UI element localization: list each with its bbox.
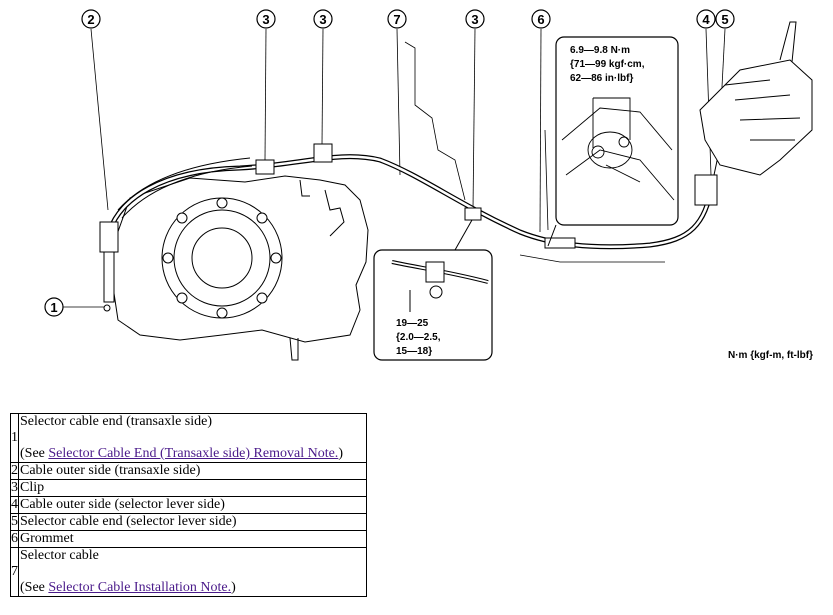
table-row: 3 Clip	[10, 479, 367, 497]
part-number: 3	[10, 479, 19, 497]
callout-2: 2	[81, 9, 101, 29]
see-prefix: (See	[20, 580, 49, 595]
callout-7-label: 7	[393, 12, 400, 27]
see-suffix: )	[231, 580, 236, 595]
part-name: Selector cable end (selector lever side)	[18, 513, 367, 531]
table-row: 7 Selector cable (See Selector Cable Ins…	[10, 547, 367, 597]
torque-spec-bottom-line1: 19—25	[396, 318, 429, 329]
part-number: 7	[10, 547, 19, 597]
callout-5-label: 5	[721, 12, 728, 27]
parts-table: 1 Selector cable end (transaxle side) (S…	[10, 413, 367, 597]
torque-spec-bottom-line2: {2.0—2.5,	[396, 332, 441, 343]
callout-4: 4	[696, 9, 716, 29]
leader-lines	[63, 28, 726, 308]
part-name: Cable outer side (selector lever side)	[18, 496, 367, 514]
table-row: 1 Selector cable end (transaxle side) (S…	[10, 413, 367, 463]
torque-spec-top-line1: 6.9—9.8 N·m	[570, 45, 630, 56]
part-number: 1	[10, 413, 19, 463]
callout-3a: 3	[256, 9, 276, 29]
part-number: 6	[10, 530, 19, 548]
see-suffix: )	[338, 446, 343, 461]
part-number: 4	[10, 496, 19, 514]
removal-note-link[interactable]: Selector Cable End (Transaxle side) Remo…	[48, 446, 339, 461]
callout-3c-label: 3	[471, 12, 478, 27]
see-note: (See Selector Cable End (Transaxle side)…	[20, 446, 365, 462]
see-prefix: (See	[20, 446, 49, 461]
part-number: 2	[10, 462, 19, 480]
part-name: Selector cable	[20, 548, 99, 563]
table-row: 5 Selector cable end (selector lever sid…	[10, 513, 367, 531]
selector-cable	[99, 119, 727, 312]
callout-5: 5	[715, 9, 735, 29]
torque-spec-bottom-line3: 15—18}	[396, 346, 432, 357]
part-description: Selector cable end (transaxle side) (See…	[18, 413, 367, 463]
see-note: (See Selector Cable Installation Note.)	[20, 580, 365, 596]
table-row: 4 Cable outer side (selector lever side)	[10, 496, 367, 514]
table-row: 6 Grommet	[10, 530, 367, 548]
callout-3a-label: 3	[262, 12, 269, 27]
body-panel	[404, 41, 665, 263]
detail-inset-bottom: 19—25 {2.0—2.5, 15—18}	[373, 219, 493, 361]
callout-2-label: 2	[87, 12, 94, 27]
detail-inset-top: 6.9—9.8 N·m {71—99 kgf·cm, 62—86 in·lbf}	[547, 36, 679, 247]
callout-6-label: 6	[537, 12, 544, 27]
callout-3c: 3	[465, 9, 485, 29]
torque-spec-top-line2: {71—99 kgf·cm,	[570, 59, 645, 70]
part-name: Selector cable end (transaxle side)	[20, 414, 213, 429]
callout-1: 1	[44, 297, 64, 317]
part-name: Grommet	[18, 530, 367, 548]
part-description: Selector cable (See Selector Cable Insta…	[18, 547, 367, 597]
callout-3b-label: 3	[319, 12, 326, 27]
part-name: Clip	[18, 479, 367, 497]
table-row: 2 Cable outer side (transaxle side)	[10, 462, 367, 480]
installation-note-link[interactable]: Selector Cable Installation Note.	[48, 580, 232, 595]
transaxle	[111, 175, 369, 361]
part-name: Cable outer side (transaxle side)	[18, 462, 367, 480]
callout-4-label: 4	[702, 12, 710, 27]
callout-6: 6	[531, 9, 551, 29]
selector-lever	[699, 21, 813, 176]
callout-7: 7	[387, 9, 407, 29]
torque-spec-top-line3: 62—86 in·lbf}	[570, 73, 633, 84]
units-note: N·m {kgf-m, ft-lbf}	[728, 350, 813, 361]
callout-1-label: 1	[50, 300, 57, 315]
selector-cable-diagram: 6.9—9.8 N·m {71—99 kgf·cm, 62—86 in·lbf}…	[44, 9, 813, 361]
part-number: 5	[10, 513, 19, 531]
callouts: 2 3 3 7 3 6 4 5 1	[44, 9, 735, 317]
callout-3b: 3	[313, 9, 333, 29]
